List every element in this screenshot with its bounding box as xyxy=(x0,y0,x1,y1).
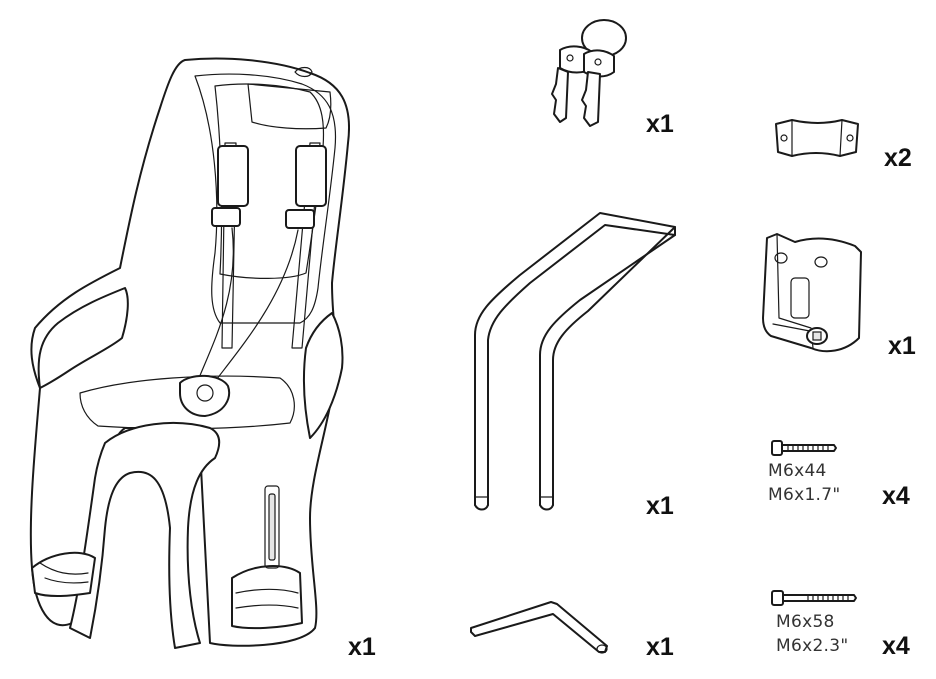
mounting-bracket-icon xyxy=(762,233,862,353)
keys-quantity: x1 xyxy=(646,110,674,138)
bracket-quantity: x1 xyxy=(888,332,916,360)
bolt-short-spec-imperial: M6x1.7" xyxy=(768,485,841,505)
bolt-long-quantity: x4 xyxy=(882,632,910,660)
frame-quantity: x1 xyxy=(646,492,674,520)
frame-bar-icon xyxy=(474,212,676,511)
bolt-short-spec-metric: M6x44 xyxy=(768,461,827,481)
keys-icon xyxy=(551,19,627,127)
child-bike-seat-icon xyxy=(29,57,350,649)
bolt-short-icon xyxy=(771,440,837,456)
hex-key-icon xyxy=(470,601,608,654)
bolt-long-icon xyxy=(771,590,857,606)
bolt-short-quantity: x4 xyxy=(882,482,910,510)
bolt-long-spec-imperial: M6x2.3" xyxy=(776,636,849,656)
seat-quantity: x1 xyxy=(348,633,376,661)
clamp-icon xyxy=(775,119,859,157)
bolt-long-spec-metric: M6x58 xyxy=(776,612,835,632)
clamp-quantity: x2 xyxy=(884,144,912,172)
hex-key-quantity: x1 xyxy=(646,633,674,661)
